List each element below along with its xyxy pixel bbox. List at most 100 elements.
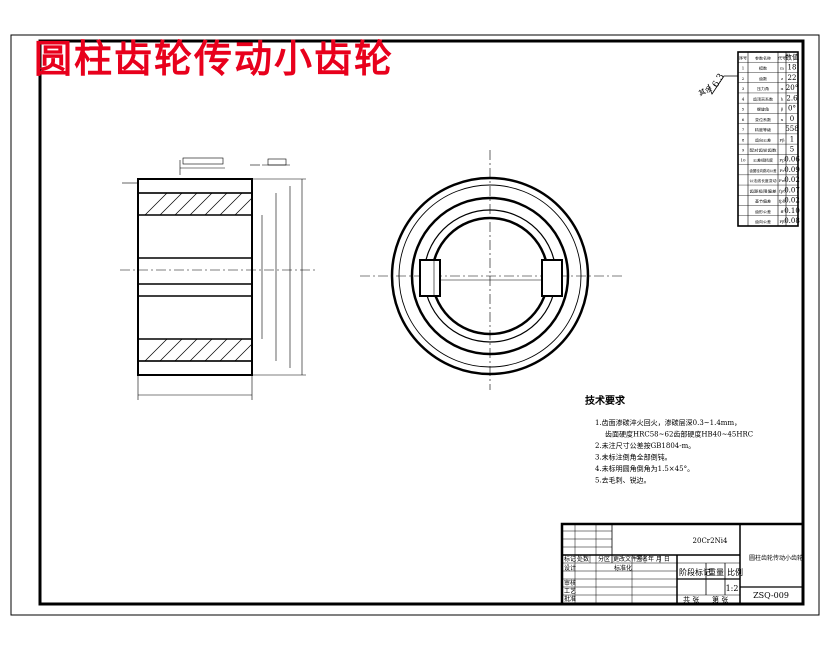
gear-table-cell: 0.10 [784, 207, 800, 215]
gear-table-cell: 0 [790, 115, 794, 123]
tech-req-line: 3.未标注倒角全部倒钝。 [595, 453, 672, 462]
tb-zone: 分区 [598, 555, 610, 563]
gear-table-cell: 2 [742, 76, 745, 81]
gear-table-cell: 6 [742, 117, 745, 122]
tb-material: 20Cr2Ni4 [693, 537, 728, 545]
tech-req-heading: 技术要求 [585, 394, 626, 407]
roughness-note: 其余 [697, 84, 713, 98]
drawing-border [38, 39, 805, 606]
gear-table-cell: 精度等级 [755, 127, 772, 132]
tb-part-name: 圆柱齿轮传动小齿轮 [748, 555, 803, 562]
gear-table-cell: 18 [788, 64, 797, 72]
gear-table-cell: 齿距极限偏差 [750, 188, 777, 193]
gear-table-cell: 0.02 [784, 176, 800, 184]
gear-table-cell: 齿向公差 [755, 219, 771, 224]
gear-table-cell: 4 [742, 96, 745, 101]
gear-table-cell: 公法线长度变动 [750, 178, 777, 183]
gear-table-header-cell: 数值 [785, 52, 799, 61]
gear-table-cell: α [781, 86, 784, 91]
gear-table-cell: 5 [790, 145, 794, 153]
gear-table-cell: 5 [742, 107, 745, 112]
gear-table-cell: 变位系数 [755, 117, 772, 122]
gear-table-cell: 8 [742, 137, 745, 142]
title-block-text: 标记 处数 分区 更改文件号 签名 年 月 日 标准化 设计 审核 工艺 批准 … [564, 537, 789, 604]
tb-signature: 签名 [636, 555, 648, 563]
gear-table-cell: 7 [742, 127, 745, 132]
gear-table-cell: Fβ [779, 219, 785, 224]
gear-table-cell: x [781, 117, 784, 122]
gear-table-cell: Fr [780, 168, 785, 173]
tb-approve: 批准 [564, 595, 576, 603]
gear-table-cell: 3 [742, 86, 745, 91]
title-block [560, 522, 805, 606]
gear-end-view [360, 150, 622, 390]
gear-table-cell: Fp [779, 158, 785, 163]
tb-weight: 重量 [708, 567, 724, 577]
tech-req-line: 1.齿面渗碳淬火回火，渗碳层深0.3~1.4mm， [595, 418, 741, 427]
gear-section-view [120, 157, 318, 400]
section-hatch-top [137, 192, 253, 216]
gear-table-cell: Fw [779, 178, 786, 183]
gear-table-cell: z [781, 76, 783, 81]
gear-table-header-cell: 参数名称 [755, 55, 772, 60]
tb-process: 工艺 [564, 587, 576, 595]
gear-table-cell: 齿向公差 [755, 137, 771, 142]
tb-ratio: 比例 [727, 567, 743, 577]
tb-sheet-total: 共 张 [683, 595, 699, 604]
tb-change-doc: 更改文件号 [613, 555, 643, 563]
drawing-title: 圆柱齿轮传动小齿轮 [34, 36, 395, 81]
gear-table-cell: 558 [785, 125, 798, 133]
section-hatch-bottom [137, 338, 253, 362]
outer-frame [10, 34, 820, 616]
tb-designer: 设计 [564, 564, 576, 572]
roughness-value: 6.3 [711, 72, 727, 90]
tech-req-line: 5.去毛刺、锐边。 [595, 476, 651, 485]
gear-table-cell: 0° [788, 105, 796, 113]
tech-req-line: 齿面硬度HRC58~62齿部硬度HB40~45HRC [605, 430, 753, 439]
tech-req-line: 4.未标明圆角倒角为1.5×45°。 [595, 464, 694, 473]
gear-table-cell: 2.6 [786, 94, 798, 102]
surface-roughness-symbol [707, 75, 738, 95]
gear-table-cell: Fβ [779, 137, 785, 142]
tb-scale-value: 1:2 [726, 584, 739, 593]
gear-table-cell: 压力角 [757, 86, 769, 91]
gear-table-cell: h [781, 96, 784, 101]
gear-table-cell: 基节偏差 [755, 199, 771, 204]
gear-table-cell: ff [781, 209, 785, 214]
gear-table-cell: β [781, 107, 784, 112]
tb-drawing-number: ZSQ-009 [753, 591, 789, 600]
gear-table-cell: 公差组精度 [753, 158, 774, 163]
gear-table-cell: 1 [742, 66, 745, 71]
tb-sheet-no: 第 张 [712, 595, 728, 604]
gear-table-cell: 9 [742, 147, 745, 152]
tb-mark: 标记 [564, 555, 576, 563]
gear-table-header-cell: 代号 [778, 54, 786, 60]
tb-date: 年 月 日 [648, 555, 670, 563]
gear-table-cell: 齿数 [759, 76, 768, 81]
tech-req-line: 2.未注尺寸公差按GB1804-m。 [595, 441, 695, 450]
gear-table-cell: 齿顶高系数 [753, 96, 774, 101]
gear-table-header-cell: 序号 [739, 54, 747, 60]
technical-requirements: 技术要求 1.齿面渗碳淬火回火，渗碳层深0.3~1.4mm， 齿面硬度HRC58~… [585, 394, 753, 485]
gear-table-cell: 20° [786, 84, 798, 92]
gear-table-cell: 齿圈径向跳动公差 [750, 168, 777, 173]
tb-stage-mark: 阶段标记 [679, 567, 711, 577]
gear-table-cell: 22 [788, 74, 797, 82]
gear-table-cell: 0.06 [784, 156, 800, 164]
tb-count: 处数 [577, 555, 589, 563]
gear-table-cell: 螺旋角 [757, 107, 769, 112]
gear-table-cell: 0.08 [784, 217, 800, 225]
tb-checker: 审核 [564, 579, 576, 587]
gear-table-cell: 齿形公差 [755, 209, 771, 214]
tb-standardization: 标准化 [614, 564, 632, 572]
gear-table-cell: 配对齿轮齿数 [750, 147, 778, 152]
gear-table-cell: fpt [779, 188, 785, 193]
gear-table-cell: 1 [790, 135, 794, 143]
gear-table-cell: fpb [779, 199, 786, 204]
gear-table-cell: 0.02 [784, 197, 800, 205]
gear-table-cell: 0.09 [784, 166, 800, 174]
gear-table-cell: 模数 [759, 66, 768, 71]
gear-table-cell: m [780, 66, 784, 71]
